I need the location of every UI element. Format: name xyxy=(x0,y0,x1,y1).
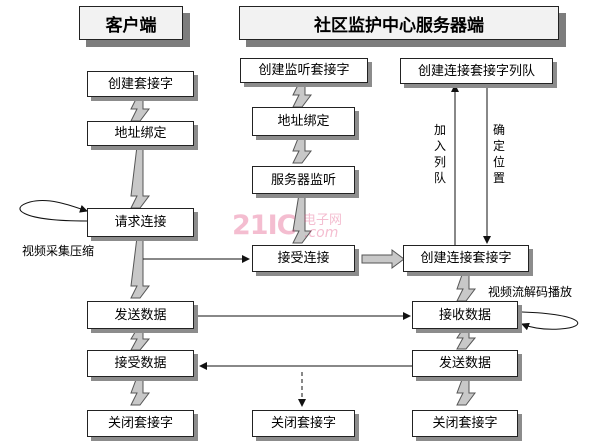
conn-create-queue-box: 创建连接套接字列队 xyxy=(400,58,553,84)
capture-loop xyxy=(19,200,88,222)
join-queue-label: 加入列队 xyxy=(433,123,446,185)
watermark-brand-cn: 电子网 xyxy=(303,213,343,228)
locate-label: 确定位置 xyxy=(492,123,505,185)
thick-arrow xyxy=(361,249,405,269)
thin-arrows xyxy=(19,84,579,407)
thick-arrow xyxy=(130,96,150,122)
decode-loop xyxy=(521,311,579,331)
conn-receive-box: 接收数据 xyxy=(412,301,518,329)
server-header: 社区监护中心服务器端 xyxy=(239,6,559,40)
client-close-box: 关闭套接字 xyxy=(87,410,194,437)
video-decode-label: 视频流解码播放 xyxy=(488,285,573,299)
client-bind-box: 地址绑定 xyxy=(87,121,194,146)
thick-arrow xyxy=(130,236,150,299)
client-create-socket-box: 创建套接字 xyxy=(87,71,194,97)
thick-arrow xyxy=(456,328,477,350)
server-create-listen-socket-box: 创建监听套接字 xyxy=(240,58,368,83)
thick-arrow xyxy=(130,376,150,406)
thick-arrow xyxy=(130,145,150,209)
thick-arrow xyxy=(292,193,312,244)
server-accept-box: 接受连接 xyxy=(252,245,355,272)
client-receive-box: 接受数据 xyxy=(87,350,194,377)
server-bind-box: 地址绑定 xyxy=(252,107,355,136)
server-listen-box: 服务器监听 xyxy=(252,166,355,194)
thick-arrow xyxy=(456,271,476,302)
thick-arrow xyxy=(292,82,312,108)
watermark-domain: .com xyxy=(304,225,339,241)
server-close-box: 关闭套接字 xyxy=(252,410,355,437)
thick-arrow xyxy=(130,328,151,351)
conn-send-box: 发送数据 xyxy=(412,350,518,377)
client-header: 客户端 xyxy=(79,6,183,40)
conn-create-socket-box: 创建连接套接字 xyxy=(403,245,529,272)
video-capture-label: 视频采集压缩 xyxy=(22,244,95,258)
thick-arrow xyxy=(456,376,476,406)
client-request-box: 请求连接 xyxy=(87,208,194,237)
client-send-box: 发送数据 xyxy=(87,301,194,329)
thick-arrow xyxy=(292,135,312,164)
conn-close-box: 关闭套接字 xyxy=(412,410,518,437)
watermark-21ic: 21IC xyxy=(232,210,296,241)
